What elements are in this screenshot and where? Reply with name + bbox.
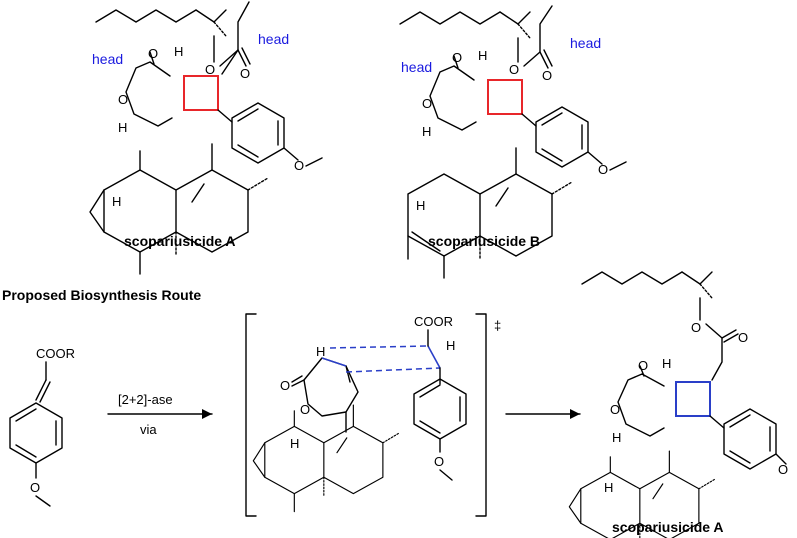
caption-scopariusicide-a-top: scopariusicide A [124, 233, 236, 249]
atom-o: O [452, 50, 462, 65]
atom-h: H [478, 48, 487, 63]
atom-h: H [422, 124, 431, 139]
reaction-arrow-2 [505, 409, 581, 419]
ts-symbol: ‡ [494, 318, 501, 333]
atom-o: O [778, 462, 788, 477]
atom-h: H [612, 430, 621, 445]
structure-scopariusicide-a-top: O O head head O O H H O H scopariusicide… [89, 1, 323, 275]
atom-o: O [118, 92, 128, 107]
atom-o: O [30, 480, 40, 495]
reaction-arrow-1: [2+2]-ase via [107, 392, 213, 437]
atom-o: O [280, 378, 290, 393]
head-label: head [258, 31, 289, 47]
atom-h: H [604, 480, 613, 495]
head-label: head [570, 35, 601, 51]
structure-scopariusicide-b: O O head head O O H H O H scopariusicide… [399, 5, 627, 279]
atom-o: O [300, 402, 310, 417]
caption-scopariusicide-a-product: scopariusicide A [612, 519, 724, 535]
section-title: Proposed Biosynthesis Route [2, 287, 201, 303]
atom-h: H [290, 436, 299, 451]
arrow-label-enzyme: [2+2]-ase [118, 392, 173, 407]
cyclobutane-ring [675, 381, 711, 417]
atom-o: O [598, 162, 608, 177]
transition-state: ‡ O O H COOR H O H [245, 313, 501, 517]
caption-scopariusicide-b: scopariusicide B [428, 233, 540, 249]
head-label: head [401, 59, 432, 75]
ester-label: COOR [414, 314, 453, 329]
head-label: head [92, 51, 123, 67]
atom-o: O [422, 96, 432, 111]
atom-h: H [446, 338, 455, 353]
atom-o: O [542, 68, 552, 83]
atom-h: H [174, 44, 183, 59]
atom-o: O [691, 320, 701, 335]
arrow-label-via: via [140, 422, 157, 437]
atom-o: O [509, 62, 519, 77]
structure-scopariusicide-a-product: O O O O H H O H scopariusicide A [568, 271, 788, 538]
atom-o: O [148, 46, 158, 61]
atom-o: O [294, 158, 304, 173]
atom-h: H [416, 198, 425, 213]
atom-o: O [738, 330, 748, 345]
atom-h: H [118, 120, 127, 135]
atom-o: O [610, 402, 620, 417]
ester-label: COOR [36, 346, 75, 361]
cyclobutane-ring [183, 75, 219, 111]
atom-h: H [316, 344, 325, 359]
cyclobutane-ring [487, 79, 523, 115]
atom-o: O [240, 66, 250, 81]
atom-o: O [638, 358, 648, 373]
atom-o: O [205, 62, 215, 77]
atom-o: O [434, 454, 444, 469]
atom-h: H [662, 356, 671, 371]
atom-h: H [112, 194, 121, 209]
structure-p-methoxycinnamate: COOR O [9, 346, 75, 507]
